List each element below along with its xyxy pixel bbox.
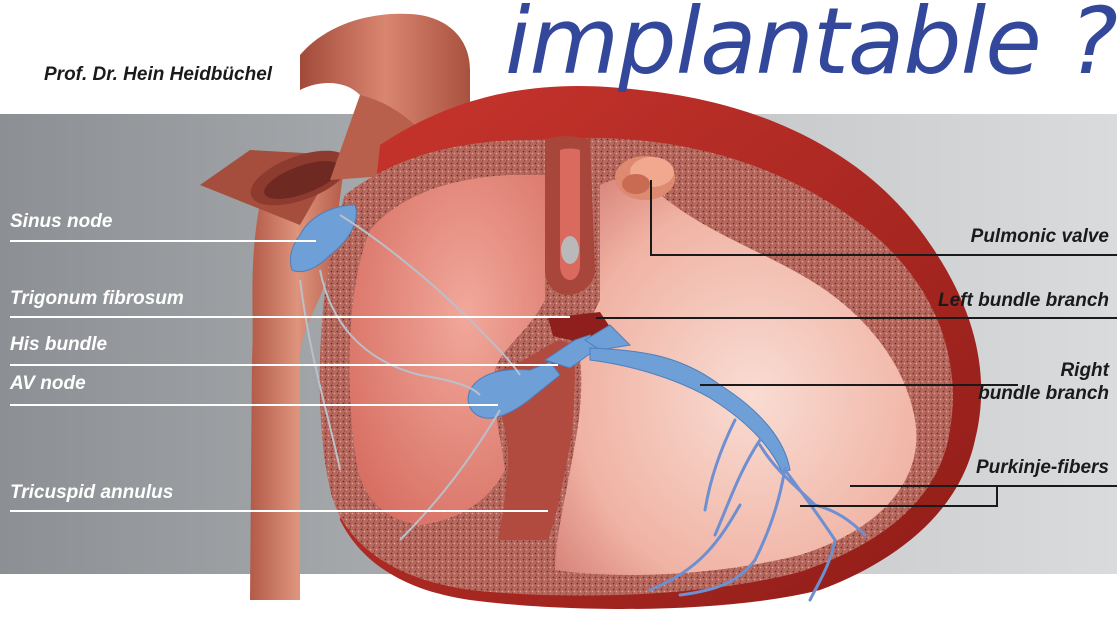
leader-pulmonic-valve-vertical <box>650 180 652 255</box>
leader-his-bundle <box>10 364 558 366</box>
label-pulmonic-valve: Pulmonic valve <box>971 226 1109 248</box>
leader-purkinje-fibers-vertical <box>996 485 998 506</box>
leader-tricuspid-annulus <box>10 510 548 512</box>
author-name: Prof. Dr. Hein Heidbüchel <box>44 64 272 86</box>
page-title: implantable ? <box>505 0 1117 95</box>
label-right-bundle-branch-line1: Right <box>1060 360 1109 382</box>
label-purkinje-fibers: Purkinje-fibers <box>976 457 1109 479</box>
leader-av-node <box>10 404 498 406</box>
label-av-node: AV node <box>10 373 86 395</box>
label-sinus-node: Sinus node <box>10 211 112 233</box>
label-tricuspid-annulus: Tricuspid annulus <box>10 482 173 504</box>
label-trigonum-fibrosum: Trigonum fibrosum <box>10 288 184 310</box>
leader-purkinje-fibers-top <box>850 485 1117 487</box>
leader-purkinje-fibers <box>800 505 998 507</box>
leader-left-bundle-branch <box>596 317 1117 319</box>
leader-sinus-node <box>10 240 316 242</box>
label-his-bundle: His bundle <box>10 334 107 356</box>
leader-right-bundle-branch <box>700 384 1018 386</box>
label-right-bundle-branch-line2: bundle branch <box>978 383 1109 405</box>
leader-pulmonic-valve <box>650 254 1117 256</box>
leader-trigonum-fibrosum <box>10 316 570 318</box>
label-left-bundle-branch: Left bundle branch <box>938 290 1109 312</box>
